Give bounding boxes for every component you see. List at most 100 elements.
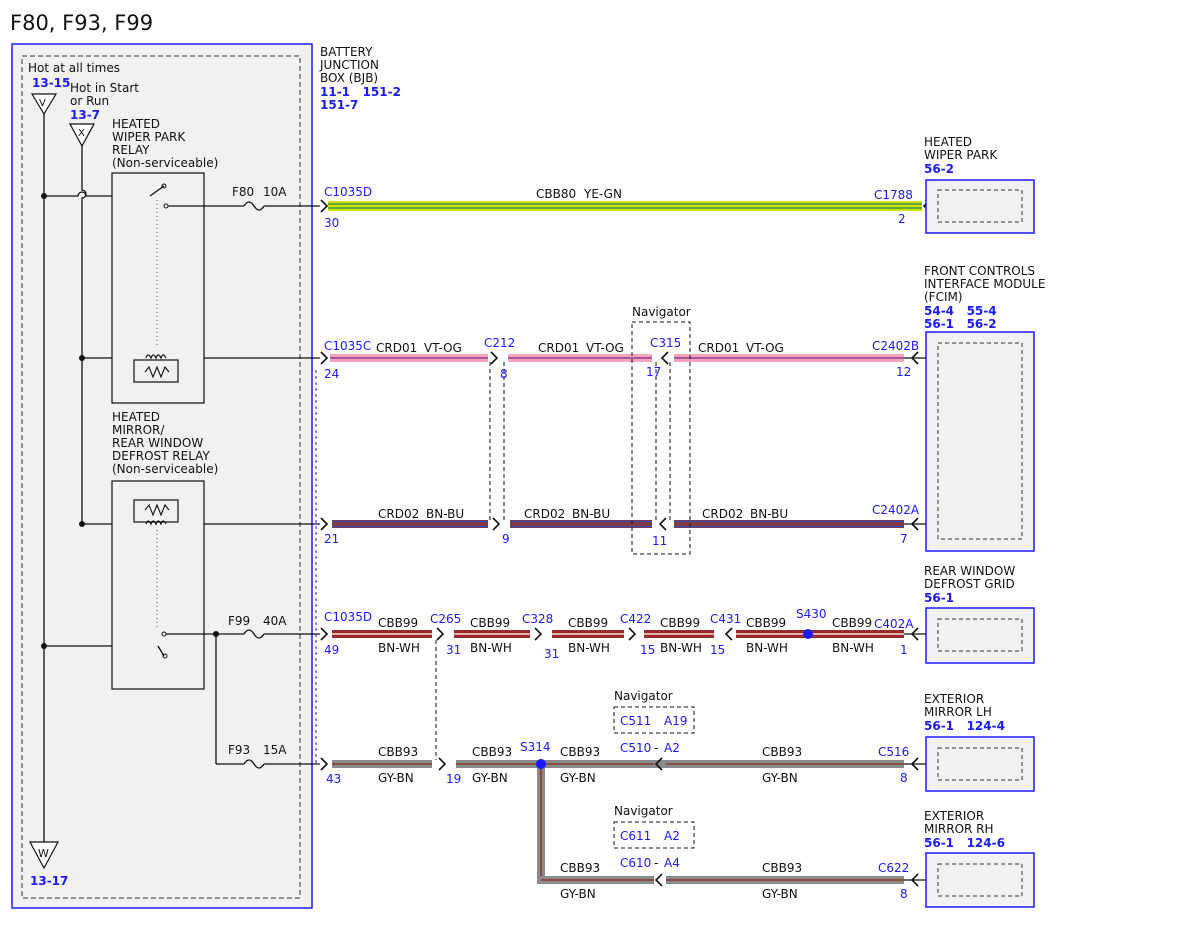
navigator-box-c511: Navigator C511 A19 (613, 689, 695, 734)
fuse-lines (166, 205, 320, 765)
svg-text:C2402A: C2402A (872, 503, 920, 517)
svg-text:BN-WH: BN-WH (746, 641, 788, 655)
navigator-box-c611: Navigator C611 A2 (613, 804, 695, 849)
svg-text:15: 15 (640, 643, 655, 657)
bjb-label: BATTERY JUNCTION BOX (BJB) 11-1 151-2 15… (319, 45, 401, 112)
svg-text:MIRROR/: MIRROR/ (112, 423, 165, 437)
svg-text:CBB99: CBB99 (746, 616, 786, 630)
svg-text:-: - (654, 741, 658, 755)
svg-text:A2: A2 (664, 741, 680, 755)
svg-text:C1035D: C1035D (324, 610, 372, 624)
svg-text:C265: C265 (430, 612, 461, 626)
svg-text:DEFROST GRID: DEFROST GRID (924, 577, 1015, 591)
svg-text:43: 43 (326, 772, 341, 786)
bjb-ref: 151-7 (320, 98, 358, 112)
svg-text:S430: S430 (796, 607, 827, 621)
svg-text:GY-BN: GY-BN (560, 771, 596, 785)
component-rear-window-defrost-grid: REAR WINDOW DEFROST GRID 56-1 (924, 564, 1035, 664)
heated-wiper-park-relay: HEATED WIPER PARK RELAY (Non-serviceable… (111, 117, 218, 404)
heated-mirror-defrost-relay: HEATED MIRROR/ REAR WINDOW DEFROST RELAY… (111, 410, 218, 690)
fuse-f99-rating: 40A (263, 614, 287, 628)
device-leads (904, 357, 926, 881)
svg-text:C422: C422 (620, 612, 651, 626)
svg-text:CRD02: CRD02 (524, 507, 565, 521)
svg-text:HEATED: HEATED (112, 410, 160, 424)
svg-text:49: 49 (324, 643, 339, 657)
svg-text:CRD01: CRD01 (376, 341, 417, 355)
svg-text:VT-OG: VT-OG (586, 341, 624, 355)
navigator-region (631, 321, 691, 555)
svg-text:C1035D: C1035D (324, 185, 372, 199)
svg-text:C1035C: C1035C (324, 339, 371, 353)
svg-text:BOX (BJB): BOX (BJB) (320, 71, 378, 85)
ref-13-17: 13-17 (30, 874, 68, 888)
fuse-icons (243, 201, 265, 769)
svg-text:CBB93: CBB93 (560, 861, 600, 875)
svg-text:MIRROR LH: MIRROR LH (924, 705, 992, 719)
power-labels: Hot at all times 13-15 Hot in Start or R… (28, 61, 139, 122)
svg-text:11: 11 (652, 534, 667, 548)
svg-text:CBB99: CBB99 (470, 616, 510, 630)
svg-text:CRD02: CRD02 (702, 507, 743, 521)
wire-crd02 (332, 520, 904, 528)
svg-text:CBB80: CBB80 (536, 187, 576, 201)
svg-text:BN-WH: BN-WH (832, 641, 874, 655)
svg-text:C2402B: C2402B (872, 339, 919, 353)
svg-text:C610: C610 (620, 856, 651, 870)
svg-text:REAR WINDOW: REAR WINDOW (924, 564, 1015, 578)
svg-text:BN-BU: BN-BU (750, 507, 788, 521)
svg-text:CRD01: CRD01 (698, 341, 739, 355)
svg-text:24: 24 (324, 367, 339, 381)
fuse-labels: F80 10A F99 40A F93 15A (228, 185, 287, 757)
svg-text:56-1 124-4: 56-1 124-4 (924, 719, 1005, 733)
svg-text:(FCIM): (FCIM) (924, 290, 963, 304)
bjb-ref: 11-1 151-2 (320, 85, 401, 99)
svg-text:CBB93: CBB93 (560, 745, 600, 759)
svg-text:MIRROR RH: MIRROR RH (924, 822, 994, 836)
svg-text:GY-BN: GY-BN (378, 771, 414, 785)
svg-text:19: 19 (446, 772, 461, 786)
svg-text:21: 21 (324, 532, 339, 546)
svg-text:C510: C510 (620, 741, 651, 755)
svg-text:DEFROST RELAY: DEFROST RELAY (112, 449, 210, 463)
splice-s430 (803, 629, 813, 639)
svg-text:BN-WH: BN-WH (470, 641, 512, 655)
svg-text:BN-WH: BN-WH (660, 641, 702, 655)
svg-text:BN-BU: BN-BU (572, 507, 610, 521)
svg-text:REAR WINDOW: REAR WINDOW (112, 436, 203, 450)
power-source-x-icon: X (68, 123, 96, 148)
svg-text:VT-OG: VT-OG (424, 341, 462, 355)
svg-text:C622: C622 (878, 861, 909, 875)
svg-text:GY-BN: GY-BN (560, 887, 596, 901)
wire-cbb80 (328, 201, 922, 211)
svg-text:CBB93: CBB93 (472, 745, 512, 759)
ref-13-7: 13-7 (70, 108, 100, 122)
wire-labels: CBB80 YE-GN CRD01 VT-OG CRD01 VT-OG CRD0… (376, 187, 874, 901)
ref-13-15: 13-15 (32, 76, 70, 90)
svg-text:CRD02: CRD02 (378, 507, 419, 521)
svg-text:VT-OG: VT-OG (746, 341, 784, 355)
svg-text:GY-BN: GY-BN (762, 887, 798, 901)
svg-text:15: 15 (710, 643, 725, 657)
svg-text:WIPER PARK: WIPER PARK (924, 148, 998, 162)
svg-text:C611: C611 (620, 829, 651, 843)
fuse-f99: F99 (228, 614, 250, 628)
svg-text:C212: C212 (484, 336, 515, 350)
svg-text:A19: A19 (664, 714, 687, 728)
component-exterior-mirror-lh: EXTERIOR MIRROR LH 56-1 124-4 (924, 692, 1035, 792)
svg-text:C402A: C402A (874, 617, 914, 631)
svg-text:56-1 56-2: 56-1 56-2 (924, 317, 997, 331)
svg-text:A4: A4 (664, 856, 680, 870)
fuse-f80: F80 (232, 185, 254, 199)
svg-text:CBB93: CBB93 (378, 745, 418, 759)
svg-text:HEATED: HEATED (112, 117, 160, 131)
svg-text:30: 30 (324, 216, 339, 230)
svg-text:17: 17 (646, 365, 661, 379)
svg-text:EXTERIOR: EXTERIOR (924, 692, 984, 706)
fuse-f93: F93 (228, 743, 250, 757)
svg-text:JUNCTION: JUNCTION (319, 58, 379, 72)
svg-text:56-1: 56-1 (924, 591, 954, 605)
svg-text:C315: C315 (650, 336, 681, 350)
svg-text:8: 8 (900, 771, 908, 785)
